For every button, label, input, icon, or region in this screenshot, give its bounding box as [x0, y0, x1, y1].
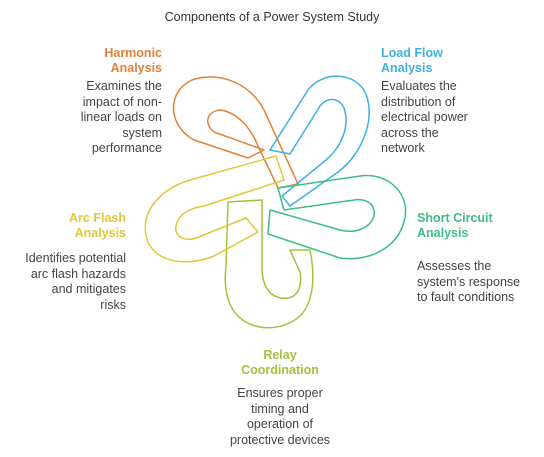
diagram-title: Components of a Power System Study: [164, 10, 380, 24]
harmonic-description: Examines the impact of non- linear loads…: [80, 79, 162, 155]
relay-description: Ensures proper timing and operation of p…: [229, 386, 331, 447]
load-flow-loop: [269, 75, 370, 207]
short-circuit-heading: Short Circuit Analysis: [417, 211, 493, 240]
short-circuit-description: Assesses the system's response to fault …: [417, 259, 521, 304]
harmonic-heading: Harmonic Analysis: [104, 46, 162, 75]
load-flow-heading: Load Flow Analysis: [381, 46, 443, 75]
load-flow-description: Evaluates the distribution of electrical…: [381, 79, 468, 155]
relay-loop: [224, 199, 314, 329]
arc-flash-heading: Arc Flash Analysis: [69, 211, 126, 240]
relay-heading: Relay Coordination: [241, 348, 319, 377]
harmonic-loop: [172, 76, 299, 189]
arc-flash-description: Identifies potential arc flash hazards a…: [25, 251, 126, 312]
short-circuit-loop: [267, 174, 407, 260]
arc-flash-loop: [144, 155, 285, 263]
